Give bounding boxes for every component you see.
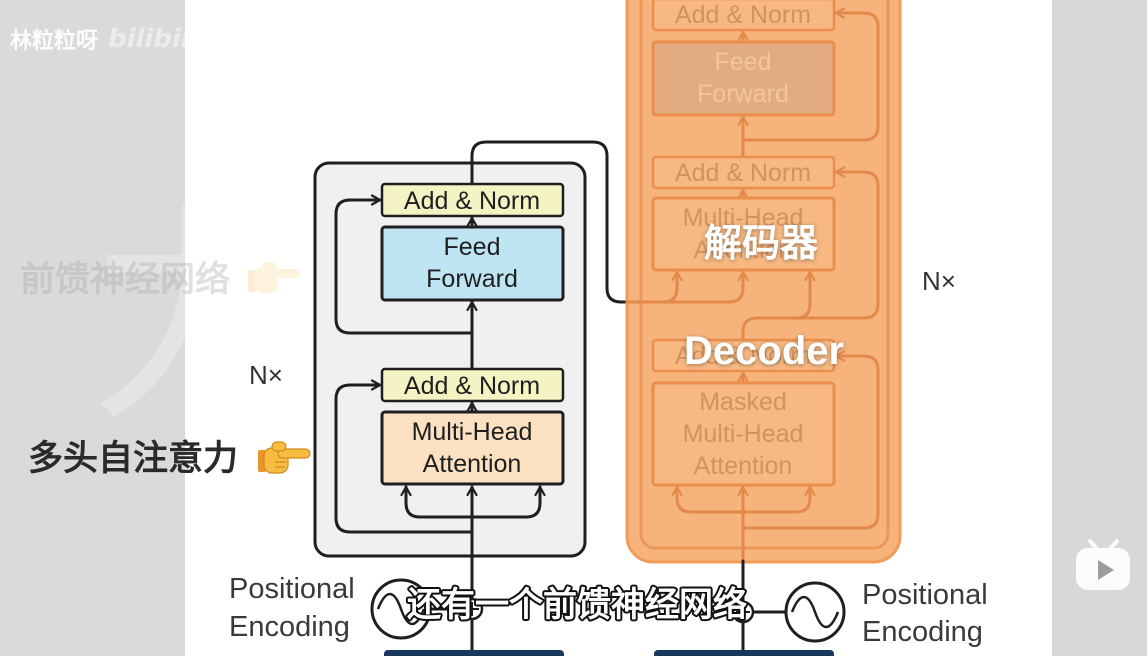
ghost-glyph: 力 xyxy=(88,186,318,453)
encoder-multi-head-attention xyxy=(380,410,565,486)
plus-circle-icon xyxy=(731,600,755,624)
author-watermark: 林粒粒呀 xyxy=(10,28,98,54)
decoder-key-arrow xyxy=(671,485,745,514)
encoder-multi-head-line1: Multi-Head xyxy=(412,418,533,446)
decoder-feed-forward-line2: Forward xyxy=(697,80,789,108)
decoder-masked-residual xyxy=(741,350,880,530)
sine-wave-icon xyxy=(370,578,432,640)
decoder-masked-line1: Masked xyxy=(699,388,787,416)
decoder-overlay-title-en: Decoder xyxy=(684,329,844,373)
encoder-attention-residual xyxy=(334,379,474,534)
ghost-pointing-hand-icon xyxy=(248,262,300,293)
ghost-label: 前馈神经网络 xyxy=(20,259,230,300)
decoder-add-norm-1-label: Add & Norm xyxy=(675,1,811,29)
encoder-frame xyxy=(313,161,587,558)
decoder-value-arrow xyxy=(741,485,816,514)
video-subtitle: 还有一个前馈神经网络 xyxy=(407,585,747,625)
decoder-add-norm-1 xyxy=(651,0,836,32)
encoder-ff-residual xyxy=(334,194,474,335)
decoder-masked-line3: Attention xyxy=(694,452,793,480)
decoder-add-norm-3-label: Add & Norm xyxy=(675,342,811,370)
decoder-feed-forward xyxy=(651,40,836,117)
positional-right-line2: Encoding xyxy=(862,616,983,648)
decoder-add-norm-3 xyxy=(651,338,836,373)
encoder-feed-forward-line2: Forward xyxy=(426,265,518,293)
encoder-feed-forward xyxy=(380,225,565,302)
decoder-ff-residual xyxy=(741,7,880,142)
decoder-add-norm-2 xyxy=(651,155,836,190)
decoder-block: Add & Norm Feed Forward Add & Norm Multi… xyxy=(625,0,902,564)
encoder-multi-head-line2: Attention xyxy=(423,450,522,478)
decoder-output-embedding xyxy=(654,650,834,656)
encoder-add-norm-bottom xyxy=(380,367,565,403)
callout-label: 多头自注意力 xyxy=(28,439,238,479)
decoder-frame xyxy=(639,0,890,550)
positional-left-line2: Encoding xyxy=(229,611,350,643)
decoder-repeat-label: N× xyxy=(922,266,956,296)
positional-left-line1: Positional xyxy=(229,573,355,605)
left-backdrop xyxy=(0,0,186,656)
encoder-add-norm-top xyxy=(380,182,565,218)
decoder-query-arrow xyxy=(755,270,816,320)
decoder-cross-residual xyxy=(741,166,880,342)
decoder-masked-line2: Multi-Head xyxy=(683,420,804,448)
encoder-feed-forward-line1: Feed xyxy=(444,233,501,261)
decoder-multi-head-line1: Multi-Head xyxy=(683,204,804,232)
plus-circle-icon xyxy=(460,597,484,621)
decoder-overlay-title-zh: 解码器 xyxy=(704,221,819,265)
decoder-add-norm-2-label: Add & Norm xyxy=(675,159,811,187)
pointing-hand-icon xyxy=(258,441,311,474)
encoder-repeat-label: N× xyxy=(249,360,283,390)
encoder-add-norm-bottom-label: Add & Norm xyxy=(404,372,540,400)
decoder-multi-head-line2: Attention xyxy=(694,236,793,264)
encoder-output-line xyxy=(470,140,630,304)
bilibili-logo: bilibili xyxy=(108,24,200,54)
positional-right-line1: Positional xyxy=(862,579,988,611)
encoder-value-arrow xyxy=(470,485,546,519)
encoder-input-embedding xyxy=(384,650,564,656)
sine-wave-icon xyxy=(784,581,846,643)
decoder-memory-value-arrow xyxy=(661,270,749,304)
encoder-block: Add & Norm Feed Forward Add & Norm Multi… xyxy=(313,140,630,656)
encoder-add-norm-top-label: Add & Norm xyxy=(404,187,540,215)
decoder-feed-forward-line1: Feed xyxy=(715,48,772,76)
right-backdrop xyxy=(1052,0,1147,656)
play-icon[interactable] xyxy=(1076,539,1130,590)
decoder-multi-head-attention xyxy=(651,196,836,272)
encoder-key-arrow xyxy=(400,485,474,519)
decoder-masked-attention xyxy=(651,381,836,487)
